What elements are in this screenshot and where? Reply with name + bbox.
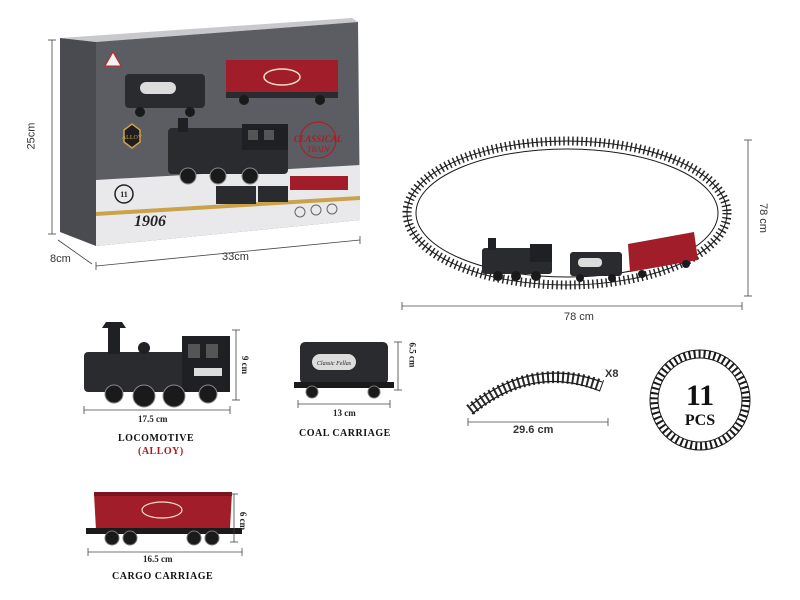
track-piece-count-label: X8 xyxy=(605,368,619,380)
cargo-carriage-height-label: 6 cm xyxy=(238,511,249,531)
cargo-carriage-length-label: 16.5 cm xyxy=(143,554,173,564)
locomotive-image xyxy=(83,322,240,414)
locomotive-caption: LOCOMOTIVE xyxy=(118,433,195,444)
box-brand-text: ALLOY xyxy=(122,135,143,141)
track-height-label: 78 cm xyxy=(756,203,769,233)
locomotive-subcaption: (ALLOY) xyxy=(138,446,184,457)
coal-carriage-height-label: 6.5 cm xyxy=(407,342,418,368)
locomotive-length-label: 17.5 cm xyxy=(138,414,168,424)
box-depth-label: 8cm xyxy=(50,253,71,265)
box-width-label: 33cm xyxy=(222,251,249,263)
coal-carriage-plate: Classic Fellas xyxy=(317,361,352,367)
box-train-text: TRAIN xyxy=(307,145,330,154)
box-title-text: 1906 xyxy=(134,213,166,230)
pcs-badge-number: 11 xyxy=(686,379,714,412)
coal-carriage-length-label: 13 cm xyxy=(333,408,356,418)
locomotive-height-label: 9 cm xyxy=(240,355,251,375)
cargo-carriage-image xyxy=(86,492,243,556)
oval-track-layout xyxy=(401,136,752,310)
box-dimension-lines xyxy=(48,39,361,270)
coal-carriage-caption: COAL CARRIAGE xyxy=(299,428,391,439)
track-width-label: 78 cm xyxy=(564,311,594,323)
cargo-carriage-height-line xyxy=(230,493,238,543)
pcs-badge-unit: PCS xyxy=(685,412,715,429)
box-classical-text: CLASSICAL xyxy=(294,134,343,144)
track-piece-image xyxy=(466,371,609,426)
box-height-label: 25cm xyxy=(25,122,38,150)
pcs-badge: 11 PCS xyxy=(649,349,751,451)
track-piece-length-label: 29.6 cm xyxy=(513,424,554,436)
coal-carriage-image: Classic Fellas xyxy=(294,341,402,408)
box-pcs-text: 11 xyxy=(120,190,128,199)
product-box: ALLOY CLASSICAL TRAIN 11 1906 xyxy=(60,18,360,246)
cargo-carriage-caption: CARGO CARRIAGE xyxy=(112,571,214,582)
